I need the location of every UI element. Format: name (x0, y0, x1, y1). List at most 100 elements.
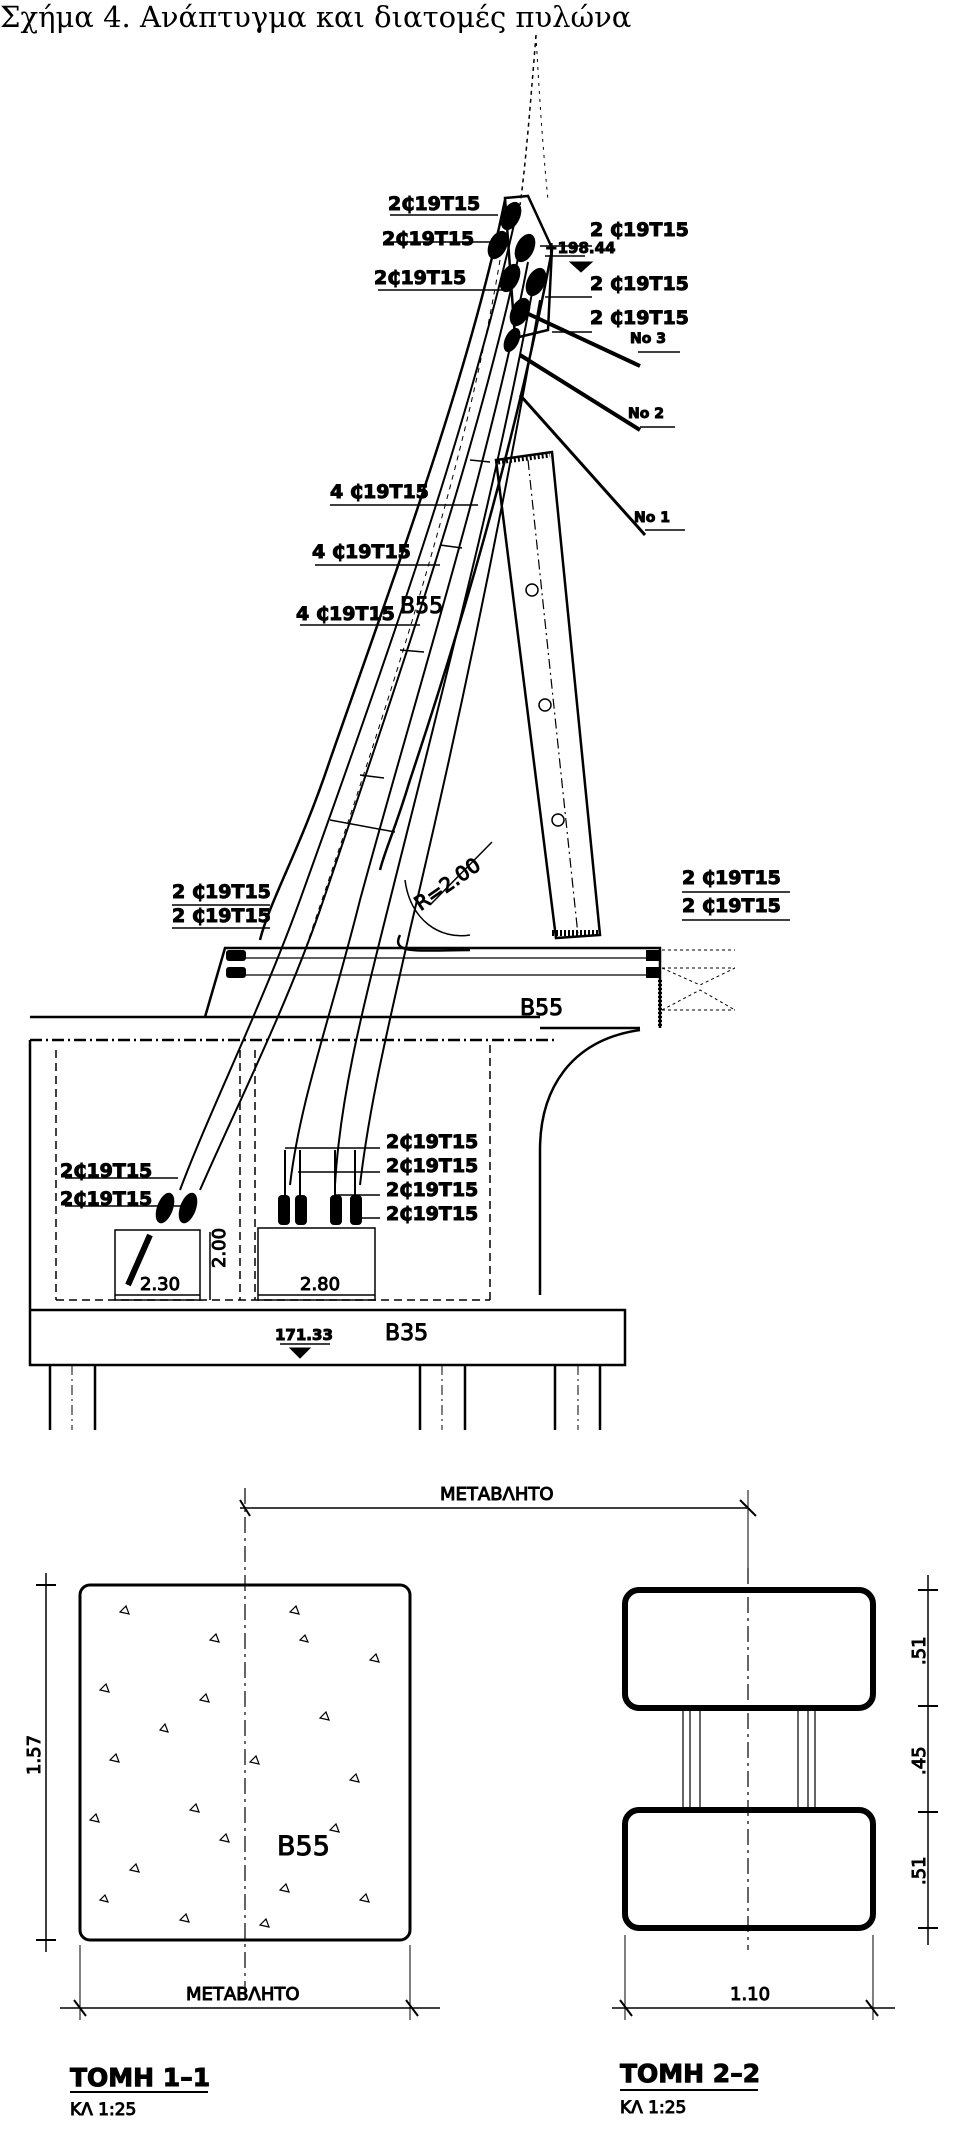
top-right-leaders (540, 245, 592, 333)
stay-label-no2: No 2 (628, 406, 664, 422)
back-strut-centerline (527, 459, 579, 936)
pylon-back-strut (494, 450, 602, 940)
section1-title: ΤΟΜΗ 1–1 (70, 2063, 210, 2092)
pylon-concrete-label: B55 (400, 594, 443, 619)
cable-label-mid-3: 4 ₵19T15 (296, 603, 395, 625)
piles (48, 1365, 602, 1430)
cable-label-base-right-3: 2₵19T15 (386, 1179, 478, 1201)
cable-label-deck-right-2: 2 ₵19T15 (682, 895, 781, 917)
section2-web-lines (682, 1710, 816, 1810)
cable-label-top-right-3: 2 ₵19T15 (590, 307, 689, 329)
cable-label-mid-2: 4 ₵19T15 (312, 541, 411, 563)
cable-path-1 (179, 219, 516, 1191)
deck-anchor-heads (226, 950, 660, 978)
strut-hole-3 (551, 813, 565, 827)
pylon-leg-dashed (304, 259, 501, 951)
inclined-anchor (125, 1233, 153, 1287)
cable-label-top-left-2: 2₵19T15 (382, 228, 474, 250)
radius-leader (429, 841, 493, 906)
level-top-triangle (568, 261, 594, 273)
cable-path-3 (289, 261, 529, 1186)
leg-transverse-marks (329, 459, 491, 833)
level-top-label: +198.44 (545, 239, 615, 257)
section2-bottom-dim-ticks (619, 1999, 879, 2017)
section1-top-dim-label: ΜΕΤΑΒΛΗΤΟ (440, 1484, 554, 1505)
cable-label-base-left-2: 2₵19T15 (60, 1188, 152, 1210)
section1-bottom-dim-ext (79, 1945, 411, 2020)
pylon-leg-outer-left (258, 199, 507, 941)
cable-label-deck-left-2: 2 ₵19T15 (172, 905, 271, 927)
foundation-outline (28, 1040, 627, 1367)
cable-label-deck-left-1: 2 ₵19T15 (172, 881, 271, 903)
section-1-1: ΜΕΤΑΒΛΗΤΟ 1.57 B55 ΜΕΤΑΒΛΗΤΟ ΤΟΜΗ 1–1 ΚΛ… (24, 1484, 757, 2121)
section1-concrete-label: B55 (277, 1831, 330, 1862)
figure-caption: Σχήμα 4. Ανάπτυγμα και διατομές πυλώνα (0, 0, 632, 34)
section2-dim-b: .45 (909, 1746, 930, 1775)
base-anchor-heads (155, 1192, 362, 1225)
dim-200-label: 2.00 (209, 1228, 230, 1268)
section2-bottom-box (622, 1807, 876, 1931)
section1-scale: ΚΛ 1:25 (70, 2100, 136, 2120)
section1-bottom-dim-label: ΜΕΤΑΒΛΗΤΟ (186, 1984, 300, 2005)
foundation-inner-dashed (55, 1045, 491, 1300)
stay-cable-no1 (518, 394, 647, 536)
pile-centerlines (71, 1365, 579, 1430)
cable-label-base-right-4: 2₵19T15 (386, 1203, 478, 1225)
cable-label-top-right-1: 2 ₵19T15 (590, 219, 689, 241)
strut-hole-2 (538, 698, 552, 712)
stay-cable-no2 (518, 353, 642, 432)
section1-side-dim-ticks (36, 1584, 56, 1941)
section2-bottom-dim-label: 1.10 (730, 1984, 770, 2005)
dim-280-label: 2.80 (300, 1274, 340, 1295)
foundation-concrete-label: B35 (385, 1321, 428, 1346)
stay-label-no1: No 1 (634, 510, 670, 526)
cable-label-mid-1: 4 ₵19T15 (330, 481, 429, 503)
pylon-elevation: 2₵19T15 2₵19T15 2₵19T15 2 ₵19T15 2 ₵19T1… (28, 34, 790, 1430)
section2-scale: ΚΛ 1:25 (620, 2098, 686, 2118)
section2-title: ΤΟΜΗ 2–2 (620, 2059, 760, 2088)
deck-concrete-label: B55 (520, 996, 563, 1021)
section2-bottom-dim-ext (624, 1935, 874, 2020)
section2-dim-c: .51 (909, 1856, 930, 1885)
cable-label-deck-right-1: 2 ₵19T15 (682, 867, 781, 889)
stay-cable-no3 (519, 308, 641, 368)
top-left-leaders (378, 214, 505, 291)
base-dimension-lines (115, 1232, 375, 1300)
cable-label-base-right-1: 2₵19T15 (386, 1131, 478, 1153)
strut-top-hatch (497, 452, 551, 465)
section1-side-dim-label: 1.57 (24, 1735, 45, 1775)
cable-label-top-left-1: 2₵19T15 (388, 193, 480, 215)
right-anchor-block (257, 1227, 376, 1301)
pylon-top-dashed-line (519, 34, 537, 206)
section2-dim-a: .51 (909, 1636, 930, 1665)
left-anchor-block (114, 1229, 201, 1301)
section2-top-box (622, 1587, 876, 1711)
stay-label-leaders (638, 351, 685, 531)
pylon-deck-fillet (397, 934, 471, 952)
cable-path-4 (334, 281, 535, 1186)
strut-hole-1 (525, 583, 539, 597)
stay-label-no3: No 3 (630, 331, 666, 347)
pylon-top-dashed-line-2 (535, 34, 549, 201)
deck-label-underlines (172, 891, 790, 929)
mid-leaders (300, 504, 478, 626)
cable-label-base-right-2: 2₵19T15 (386, 1155, 478, 1177)
level-bottom-triangle (288, 1347, 312, 1359)
cable-path-2 (199, 239, 523, 1191)
radius-arc-guide (404, 879, 471, 937)
deck-tendon-lines (230, 957, 650, 976)
level-bottom-label: 171.33 (275, 1326, 333, 1344)
section1-aggregate (88, 1604, 380, 1928)
cable-label-base-left-1: 2₵19T15 (60, 1160, 152, 1182)
base-cable-verticals (284, 1150, 356, 1222)
base-leaders (65, 1147, 380, 1219)
deck-continuation (661, 949, 736, 1011)
column-arc (538, 1028, 641, 1295)
section1-outline (78, 1583, 412, 1942)
section2-side-dim-ticks (918, 1589, 938, 1929)
section-2-2: .51 .45 .51 1.10 ΤΟΜΗ 2–2 ΚΛ 1:25 (612, 1568, 938, 2119)
cable-label-top-right-2: 2 ₵19T15 (590, 273, 689, 295)
dim-230-label: 2.30 (140, 1274, 180, 1295)
top-anchor-heads (487, 201, 547, 353)
